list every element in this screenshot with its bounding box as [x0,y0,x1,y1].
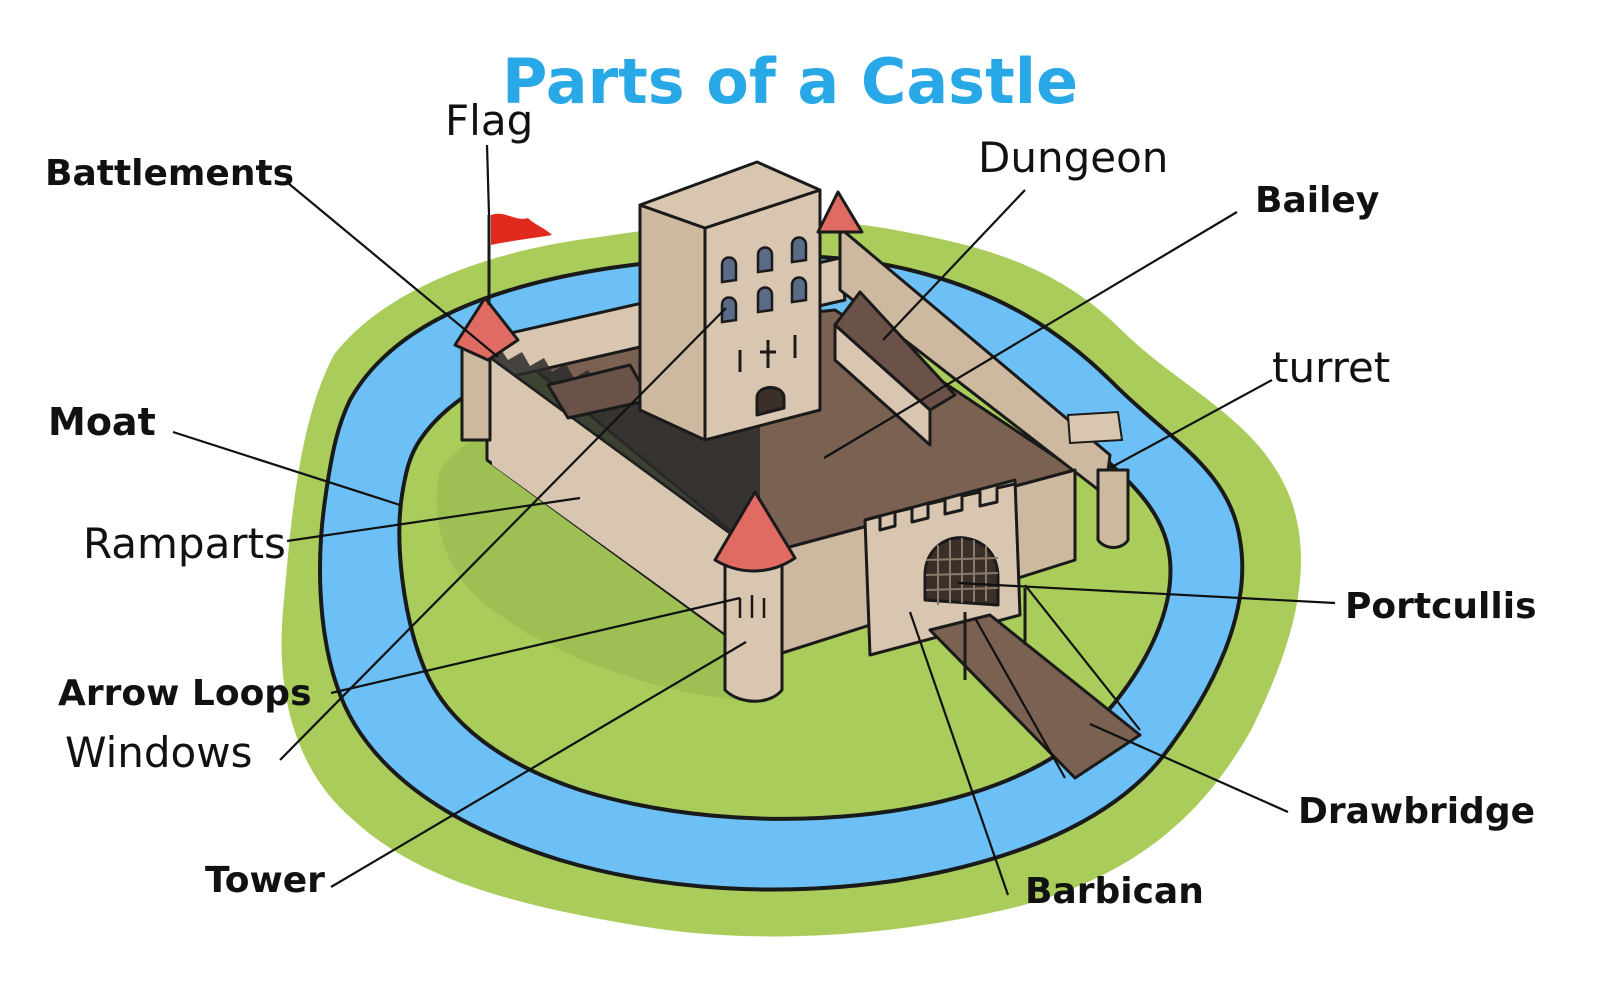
label-arrow-loops: Arrow Loops [58,673,312,714]
label-bailey: Bailey [1255,180,1379,221]
leader-flag [485,144,491,216]
leader-lines [172,144,1336,896]
drawbridge-deck [928,613,1142,780]
leader-turret [1109,379,1273,469]
leader-drawbridge-a [1089,722,1289,814]
corner-roof-back-left [453,296,520,362]
leader-arrow-loops [330,596,741,695]
gatehouse-crenels [864,482,1016,532]
portcullis-grid [925,538,999,605]
label-ramparts: Ramparts [83,519,286,568]
keep-roof [638,160,822,230]
label-dungeon: Dungeon [978,133,1168,182]
corner-roof-back-right [816,190,864,234]
label-barbican: Barbican [1025,871,1204,912]
front-tower-roof [713,490,797,573]
diagram-title: Parts of a Castle [502,45,1078,118]
front-tower-body [723,563,784,703]
label-moat: Moat [48,400,156,444]
keep-arrow-loops [738,335,797,372]
leader-windows [279,307,727,761]
keep-door [755,386,786,417]
leader-barbican [908,611,1010,896]
keep-windows [720,236,808,324]
rampart-wall-left-face [492,372,755,655]
leader-drawbridge-c [974,617,1066,779]
label-drawbridge: Drawbridge [1298,791,1535,832]
front-tower-arrow-loops [738,595,766,618]
leader-drawbridge-b [1024,584,1141,731]
leader-portcullis [957,581,1336,605]
label-flag: Flag [445,96,533,145]
label-turret: turret [1272,343,1390,392]
leader-tower [330,641,747,888]
label-tower: Tower [205,860,325,901]
keep-side [638,203,707,442]
turret-top [1066,410,1124,445]
label-battlements: Battlements [45,153,294,194]
flag-cloth [491,213,552,245]
right-tower-body [1096,468,1130,549]
leader-bailey [823,211,1238,459]
leader-battlements [287,182,499,358]
label-portcullis: Portcullis [1345,586,1537,627]
dungeon-wall [833,323,932,447]
leader-dungeon [882,189,1026,341]
leader-moat [172,430,401,507]
label-windows: Windows [65,728,252,777]
